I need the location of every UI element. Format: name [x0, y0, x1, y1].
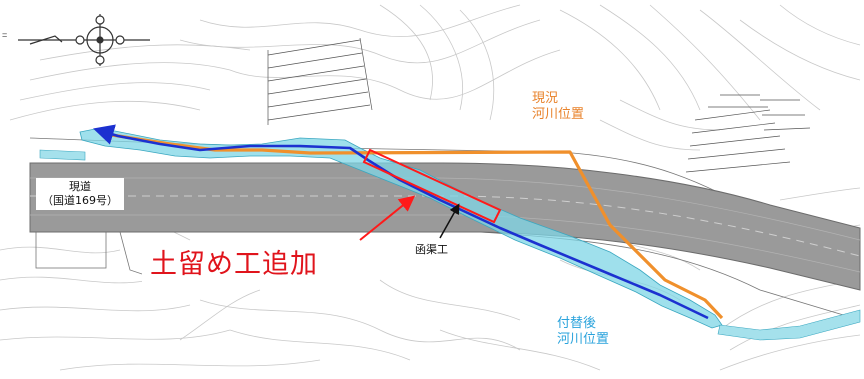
- rerouted-river-label-line2: 河川位置: [557, 332, 610, 348]
- added-pointer-arrow: [359, 195, 416, 241]
- terrain-contours: [0, 4, 861, 371]
- earth-retaining-highlight: [362, 148, 502, 224]
- north-arrow-icon: [18, 14, 150, 66]
- box-culvert-label: 函渠工: [412, 241, 451, 259]
- current-road-label-line2: （国道169号）: [42, 193, 118, 207]
- current-river-label-line2: 河川位置: [532, 107, 585, 123]
- current-road-label: 現道 （国道169号）: [36, 178, 124, 210]
- rerouted-river-label-line1: 付替後: [557, 316, 597, 331]
- rerouted-river-label: 付替後 河川位置: [549, 313, 618, 352]
- current-river-label-line1: 現況: [532, 91, 559, 106]
- earth-retaining-added-label: 土留め工追加: [142, 244, 326, 288]
- rerouted-river-line: [93, 124, 709, 320]
- slope-hatching: [267, 37, 811, 173]
- current-river-line: [111, 133, 724, 320]
- current-river-label: 現況 河川位置: [524, 88, 593, 127]
- culvert-pointer-arrow: [439, 203, 460, 239]
- north-mark-text: =: [2, 30, 8, 40]
- current-road-label-line1: 現道: [69, 180, 91, 193]
